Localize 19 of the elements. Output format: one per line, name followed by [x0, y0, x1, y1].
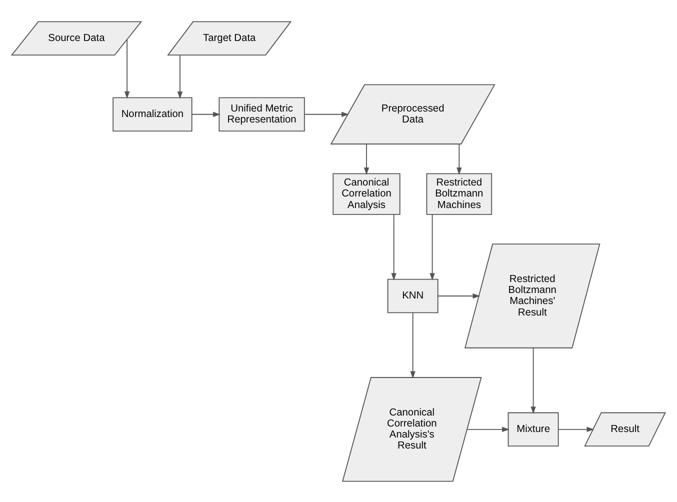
node-box: Normalization — [112, 96, 192, 131]
arrow — [530, 346, 536, 414]
arrow — [437, 292, 480, 298]
node-box: Mixture — [508, 412, 559, 446]
arrow — [391, 214, 396, 280]
node-box: KNN — [387, 278, 438, 313]
node-box: Canonical Correlation Analysis — [332, 172, 400, 214]
node-box: Unified Metric Representation — [218, 96, 305, 131]
arrow — [430, 214, 435, 280]
arrow — [191, 111, 220, 116]
arrow — [558, 426, 594, 432]
arrow — [456, 143, 462, 174]
arrow — [124, 38, 130, 98]
arrow — [410, 312, 416, 378]
arrow — [466, 426, 510, 432]
arrow — [304, 111, 349, 116]
node-box: Restricted Boltzmann Machines — [426, 172, 492, 214]
arrow — [364, 143, 370, 174]
arrow — [177, 54, 183, 98]
